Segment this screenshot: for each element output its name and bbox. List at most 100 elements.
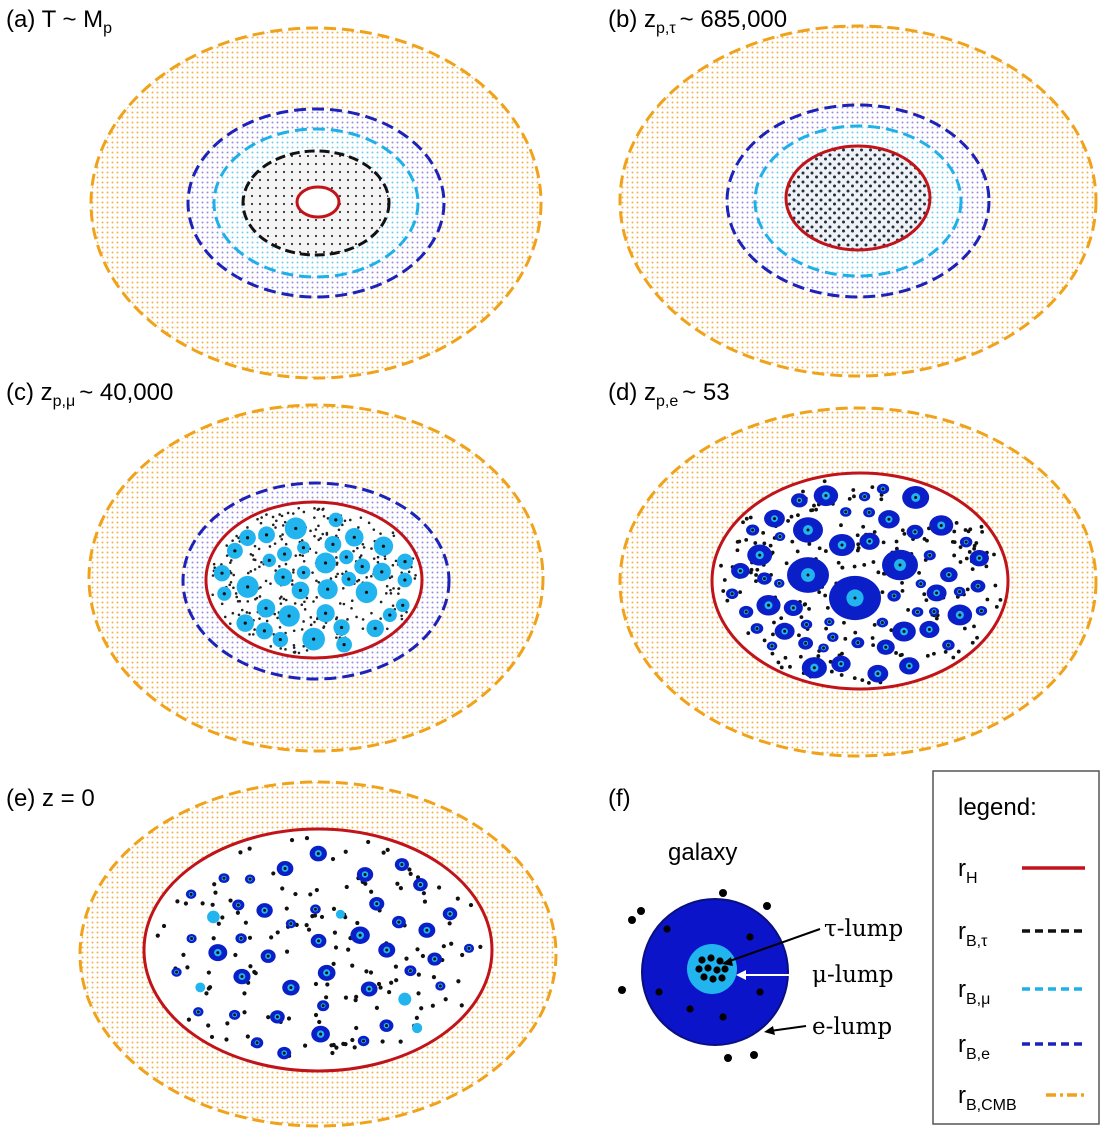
tau-core xyxy=(283,867,287,871)
tau-core xyxy=(331,542,335,546)
tau-particle xyxy=(354,1025,359,1031)
tau-particle xyxy=(900,580,904,585)
tau-particle xyxy=(754,573,758,577)
tau-core xyxy=(772,517,776,521)
tau-particle xyxy=(309,623,313,627)
tau-core xyxy=(222,876,226,880)
tau-core xyxy=(384,1024,388,1028)
tau-particle xyxy=(397,587,401,590)
tau-particle xyxy=(803,602,808,607)
tau-particle xyxy=(431,975,437,980)
tau-core xyxy=(302,570,306,575)
tau-particle xyxy=(235,534,238,538)
tau-core xyxy=(827,620,831,624)
tau-particle xyxy=(894,546,899,551)
tau-particle xyxy=(253,544,257,548)
tau-core xyxy=(958,613,962,617)
annotation-arrows xyxy=(722,928,821,1035)
tau-core xyxy=(916,610,920,614)
tau-particle xyxy=(925,653,930,658)
tau-particle xyxy=(876,570,881,575)
tau-particle xyxy=(799,615,804,620)
tau-core xyxy=(380,570,384,574)
tau-particle xyxy=(814,507,818,512)
tau-particle xyxy=(807,606,811,611)
tau-particle xyxy=(225,544,229,547)
tau-particle xyxy=(443,997,448,1002)
tau-particle xyxy=(206,1023,211,1028)
tau-particle xyxy=(361,618,365,621)
tau-particle xyxy=(302,620,305,623)
tau-particle xyxy=(293,650,297,654)
tau-particle xyxy=(238,599,242,603)
tau-particle xyxy=(894,651,898,655)
tau-core xyxy=(806,528,810,532)
tau-particle xyxy=(754,579,758,584)
tau-core xyxy=(403,560,407,564)
tau-core xyxy=(755,626,759,630)
tau-particle xyxy=(852,564,857,569)
tau-particle xyxy=(866,680,871,685)
tau-particle xyxy=(383,557,387,561)
tau-particle xyxy=(392,534,396,538)
tau-particle xyxy=(346,618,349,621)
tau-particle xyxy=(311,571,314,574)
tau-particle xyxy=(245,611,249,614)
tau-core xyxy=(266,954,270,958)
tau-particle xyxy=(415,947,420,952)
tau-particle xyxy=(824,626,829,631)
tau-particle xyxy=(872,530,877,534)
tau-particle xyxy=(343,849,348,854)
tau-particle xyxy=(840,565,845,570)
tau-particle xyxy=(341,1041,346,1046)
legend-label: rH xyxy=(958,855,978,887)
tau-particle xyxy=(965,587,970,592)
tau-particle xyxy=(335,561,339,565)
tau-particle xyxy=(851,488,856,492)
tau-lump-arrow xyxy=(723,928,821,964)
tau-particle xyxy=(391,563,395,567)
mu-lump-disc xyxy=(687,944,737,994)
tau-core xyxy=(373,626,377,630)
tau-particle xyxy=(341,586,345,590)
tau-particle xyxy=(161,923,167,929)
tau-core xyxy=(979,609,983,613)
tau-core xyxy=(913,530,917,534)
tau-core xyxy=(884,645,888,649)
tau-particle xyxy=(459,1003,464,1008)
tau-particle xyxy=(293,602,297,605)
tau-core xyxy=(400,863,404,867)
tau-particle xyxy=(355,615,358,619)
tau-particle xyxy=(889,628,894,633)
tau-particle xyxy=(249,553,253,556)
tau-particle xyxy=(388,576,392,580)
tau-particle xyxy=(313,534,316,538)
tau-core xyxy=(375,902,379,906)
tau-particle xyxy=(317,580,321,584)
tau-particle xyxy=(292,629,296,633)
tau-particle xyxy=(281,524,285,527)
tau-particle xyxy=(974,541,979,545)
tau-particle xyxy=(809,508,813,513)
tau-particle xyxy=(271,871,276,876)
panel-e: (e) z = 0 xyxy=(6,780,558,1128)
tau-core xyxy=(946,643,950,647)
tau-particle xyxy=(281,533,284,536)
tau-particle xyxy=(391,531,395,535)
legend-label: rB,e xyxy=(958,1031,990,1063)
tau-particle xyxy=(211,574,215,577)
legend-item: rH xyxy=(958,855,1085,887)
tau-core xyxy=(316,852,320,856)
mu-lump xyxy=(411,1022,423,1034)
tau-particle xyxy=(917,570,921,575)
tau-particle xyxy=(407,570,411,574)
tau-particle xyxy=(264,579,268,583)
legend-label: rB,μ xyxy=(958,976,990,1008)
tau-particle xyxy=(257,547,261,551)
tau-particle xyxy=(776,660,781,665)
mu-lump xyxy=(207,910,220,924)
tau-core xyxy=(822,646,826,650)
tau-core xyxy=(839,662,843,666)
tau-core xyxy=(248,877,252,881)
tau-particle xyxy=(229,561,232,564)
